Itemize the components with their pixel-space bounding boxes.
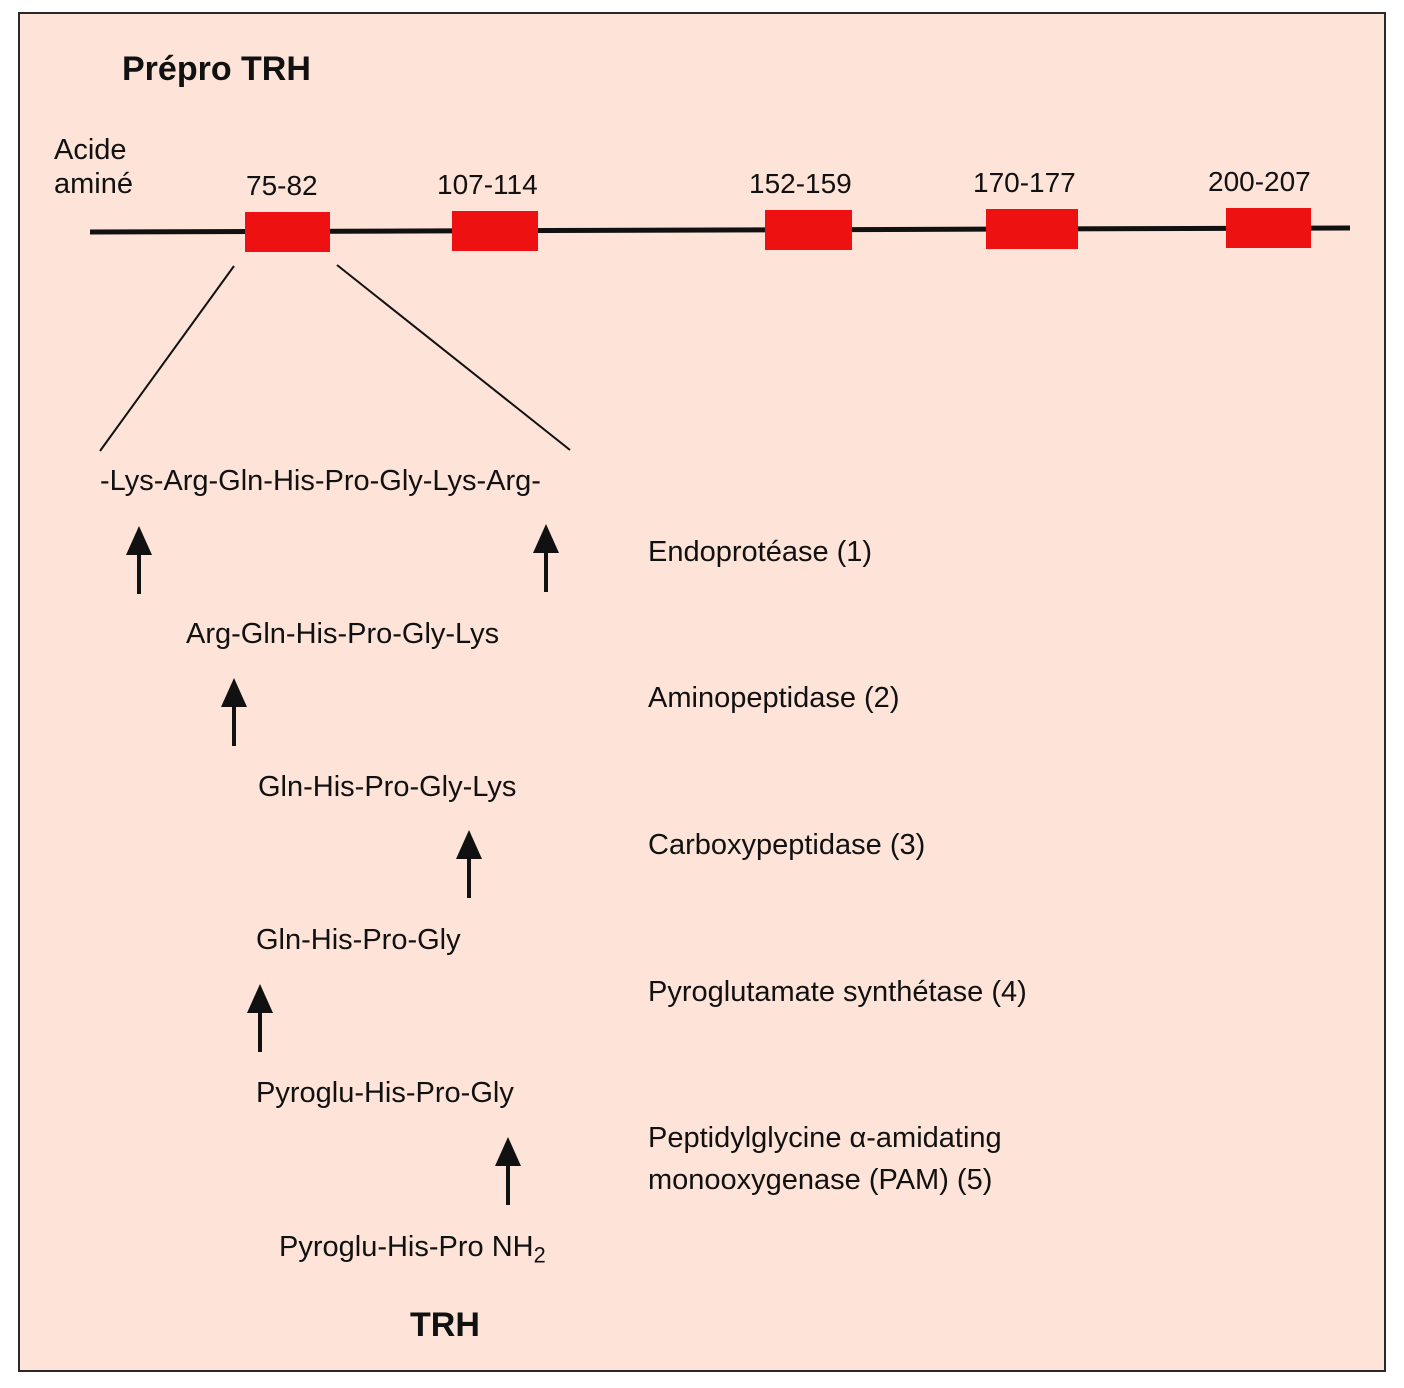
product-label: TRH bbox=[410, 1306, 480, 1344]
arrow-up-icon bbox=[126, 526, 152, 594]
diagram-frame: Prépro TRH Acide aminé 75-82 107-114 152… bbox=[18, 12, 1386, 1372]
enzyme-carboxypeptidase: Carboxypeptidase (3) bbox=[648, 829, 926, 861]
axis-label-line2: aminé bbox=[54, 168, 133, 200]
enzyme-pyroglutamate-synthetase: Pyroglutamate synthétase (4) bbox=[648, 976, 1027, 1008]
arrow-up-icon bbox=[456, 830, 482, 898]
prepro-trh-diagram bbox=[20, 14, 1384, 1370]
arrow-up-icon bbox=[247, 984, 273, 1052]
sequence-final: Pyroglu-His-Pro NH2 bbox=[279, 1231, 546, 1266]
segment-label-152-159: 152-159 bbox=[749, 168, 852, 199]
segment-block-152-159 bbox=[765, 210, 852, 250]
arrow-up-icon bbox=[533, 524, 559, 592]
sequence-step3: Gln-His-Pro-Gly bbox=[256, 924, 461, 956]
arrow-up-icon bbox=[221, 678, 247, 746]
sequence-final-subscript: 2 bbox=[533, 1242, 546, 1268]
sequence-precursor: -Lys-Arg-Gln-His-Pro-Gly-Lys-Arg- bbox=[100, 465, 541, 497]
enzyme-endoprotease: Endoprotéase (1) bbox=[648, 536, 873, 568]
segment-label-170-177: 170-177 bbox=[973, 167, 1076, 198]
segment-block-200-207 bbox=[1226, 208, 1311, 248]
zoom-line-right bbox=[336, 264, 571, 451]
enzyme-aminopeptidase: Aminopeptidase (2) bbox=[648, 682, 900, 714]
sequence-final-main: Pyroglu-His-Pro NH bbox=[279, 1231, 534, 1263]
segment-block-107-114 bbox=[452, 211, 538, 251]
segment-label-200-207: 200-207 bbox=[1208, 166, 1311, 197]
segment-label-75-82: 75-82 bbox=[246, 170, 318, 201]
sequence-step4: Pyroglu-His-Pro-Gly bbox=[256, 1077, 514, 1109]
enzyme-pam-line1: Peptidylglycine α-amidating bbox=[648, 1122, 1002, 1154]
arrow-up-icon bbox=[495, 1137, 521, 1205]
segment-label-107-114: 107-114 bbox=[437, 169, 538, 200]
axis-label-line1: Acide bbox=[54, 134, 127, 166]
zoom-line-left bbox=[99, 265, 235, 452]
segment-block-75-82 bbox=[245, 212, 330, 252]
enzyme-pam-line2: monooxygenase (PAM) (5) bbox=[648, 1164, 993, 1196]
diagram-title: Prépro TRH bbox=[122, 50, 311, 88]
segment-block-170-177 bbox=[986, 209, 1078, 249]
sequence-step1: Arg-Gln-His-Pro-Gly-Lys bbox=[186, 618, 500, 650]
sequence-step2: Gln-His-Pro-Gly-Lys bbox=[258, 771, 517, 803]
